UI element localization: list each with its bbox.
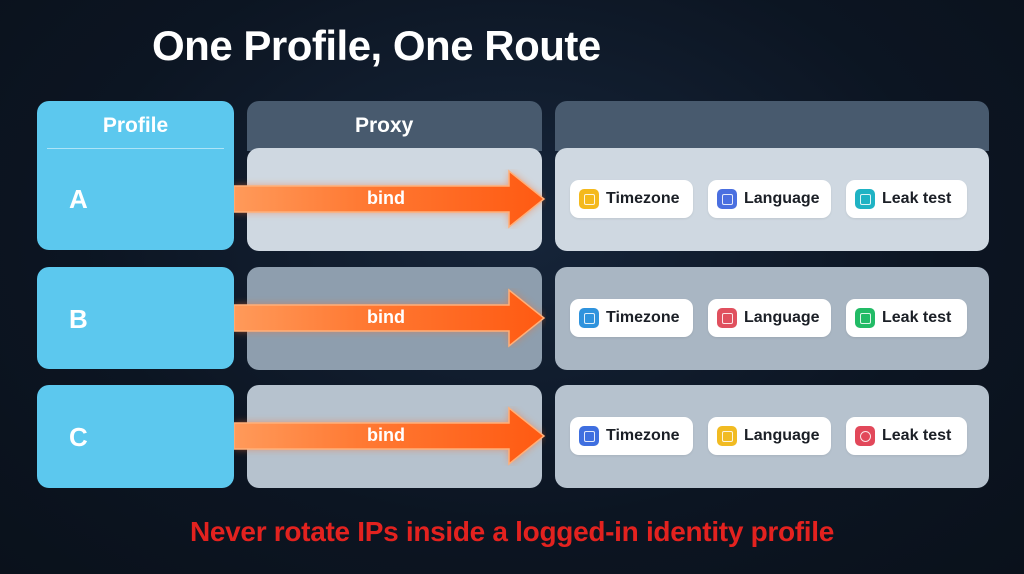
header-divider bbox=[47, 148, 224, 149]
proxy-header-label: Proxy bbox=[355, 114, 414, 137]
bind-label-a: bind bbox=[367, 188, 405, 208]
timezone-icon bbox=[579, 308, 599, 328]
proxy-column-header: Proxy bbox=[247, 101, 542, 151]
chip-leak-test-c: Leak test bbox=[846, 417, 967, 455]
language-icon bbox=[717, 426, 737, 446]
profile-label-c: C bbox=[69, 422, 88, 452]
attributes-column-header bbox=[555, 101, 989, 151]
warning-footer: Never rotate IPs inside a logged-in iden… bbox=[189, 516, 835, 547]
profile-cell-c bbox=[37, 385, 234, 488]
chip-language-b: Language bbox=[708, 299, 831, 337]
chip-language-c: Language bbox=[708, 417, 831, 455]
leak-test-icon bbox=[855, 189, 875, 209]
profile-column-header: Profile bbox=[37, 101, 234, 250]
bind-arrow-icon bbox=[234, 169, 546, 229]
leak-test-icon bbox=[855, 426, 875, 446]
bind-label-c: bind bbox=[367, 425, 405, 445]
timezone-icon bbox=[579, 426, 599, 446]
bind-arrow-icon bbox=[234, 288, 546, 348]
page-title: One Profile, One Route bbox=[152, 22, 601, 69]
bind-arrow-icon bbox=[234, 406, 546, 466]
profile-header-label: Profile bbox=[102, 114, 169, 137]
chip-timezone-b: Timezone bbox=[570, 299, 693, 337]
profile-label-b: B bbox=[69, 304, 88, 334]
profile-cell-b bbox=[37, 267, 234, 369]
language-icon bbox=[717, 189, 737, 209]
bind-label-b: bind bbox=[367, 307, 405, 327]
chip-language-a: Language bbox=[708, 180, 831, 218]
language-icon bbox=[717, 308, 737, 328]
profile-label-a: A bbox=[69, 184, 88, 214]
leak-test-icon bbox=[855, 308, 875, 328]
chip-timezone-c: Timezone bbox=[570, 417, 693, 455]
timezone-icon bbox=[579, 189, 599, 209]
chip-leak-test-a: Leak test bbox=[846, 180, 967, 218]
chip-timezone-a: Timezone bbox=[570, 180, 693, 218]
chip-leak-test-b: Leak test bbox=[846, 299, 967, 337]
